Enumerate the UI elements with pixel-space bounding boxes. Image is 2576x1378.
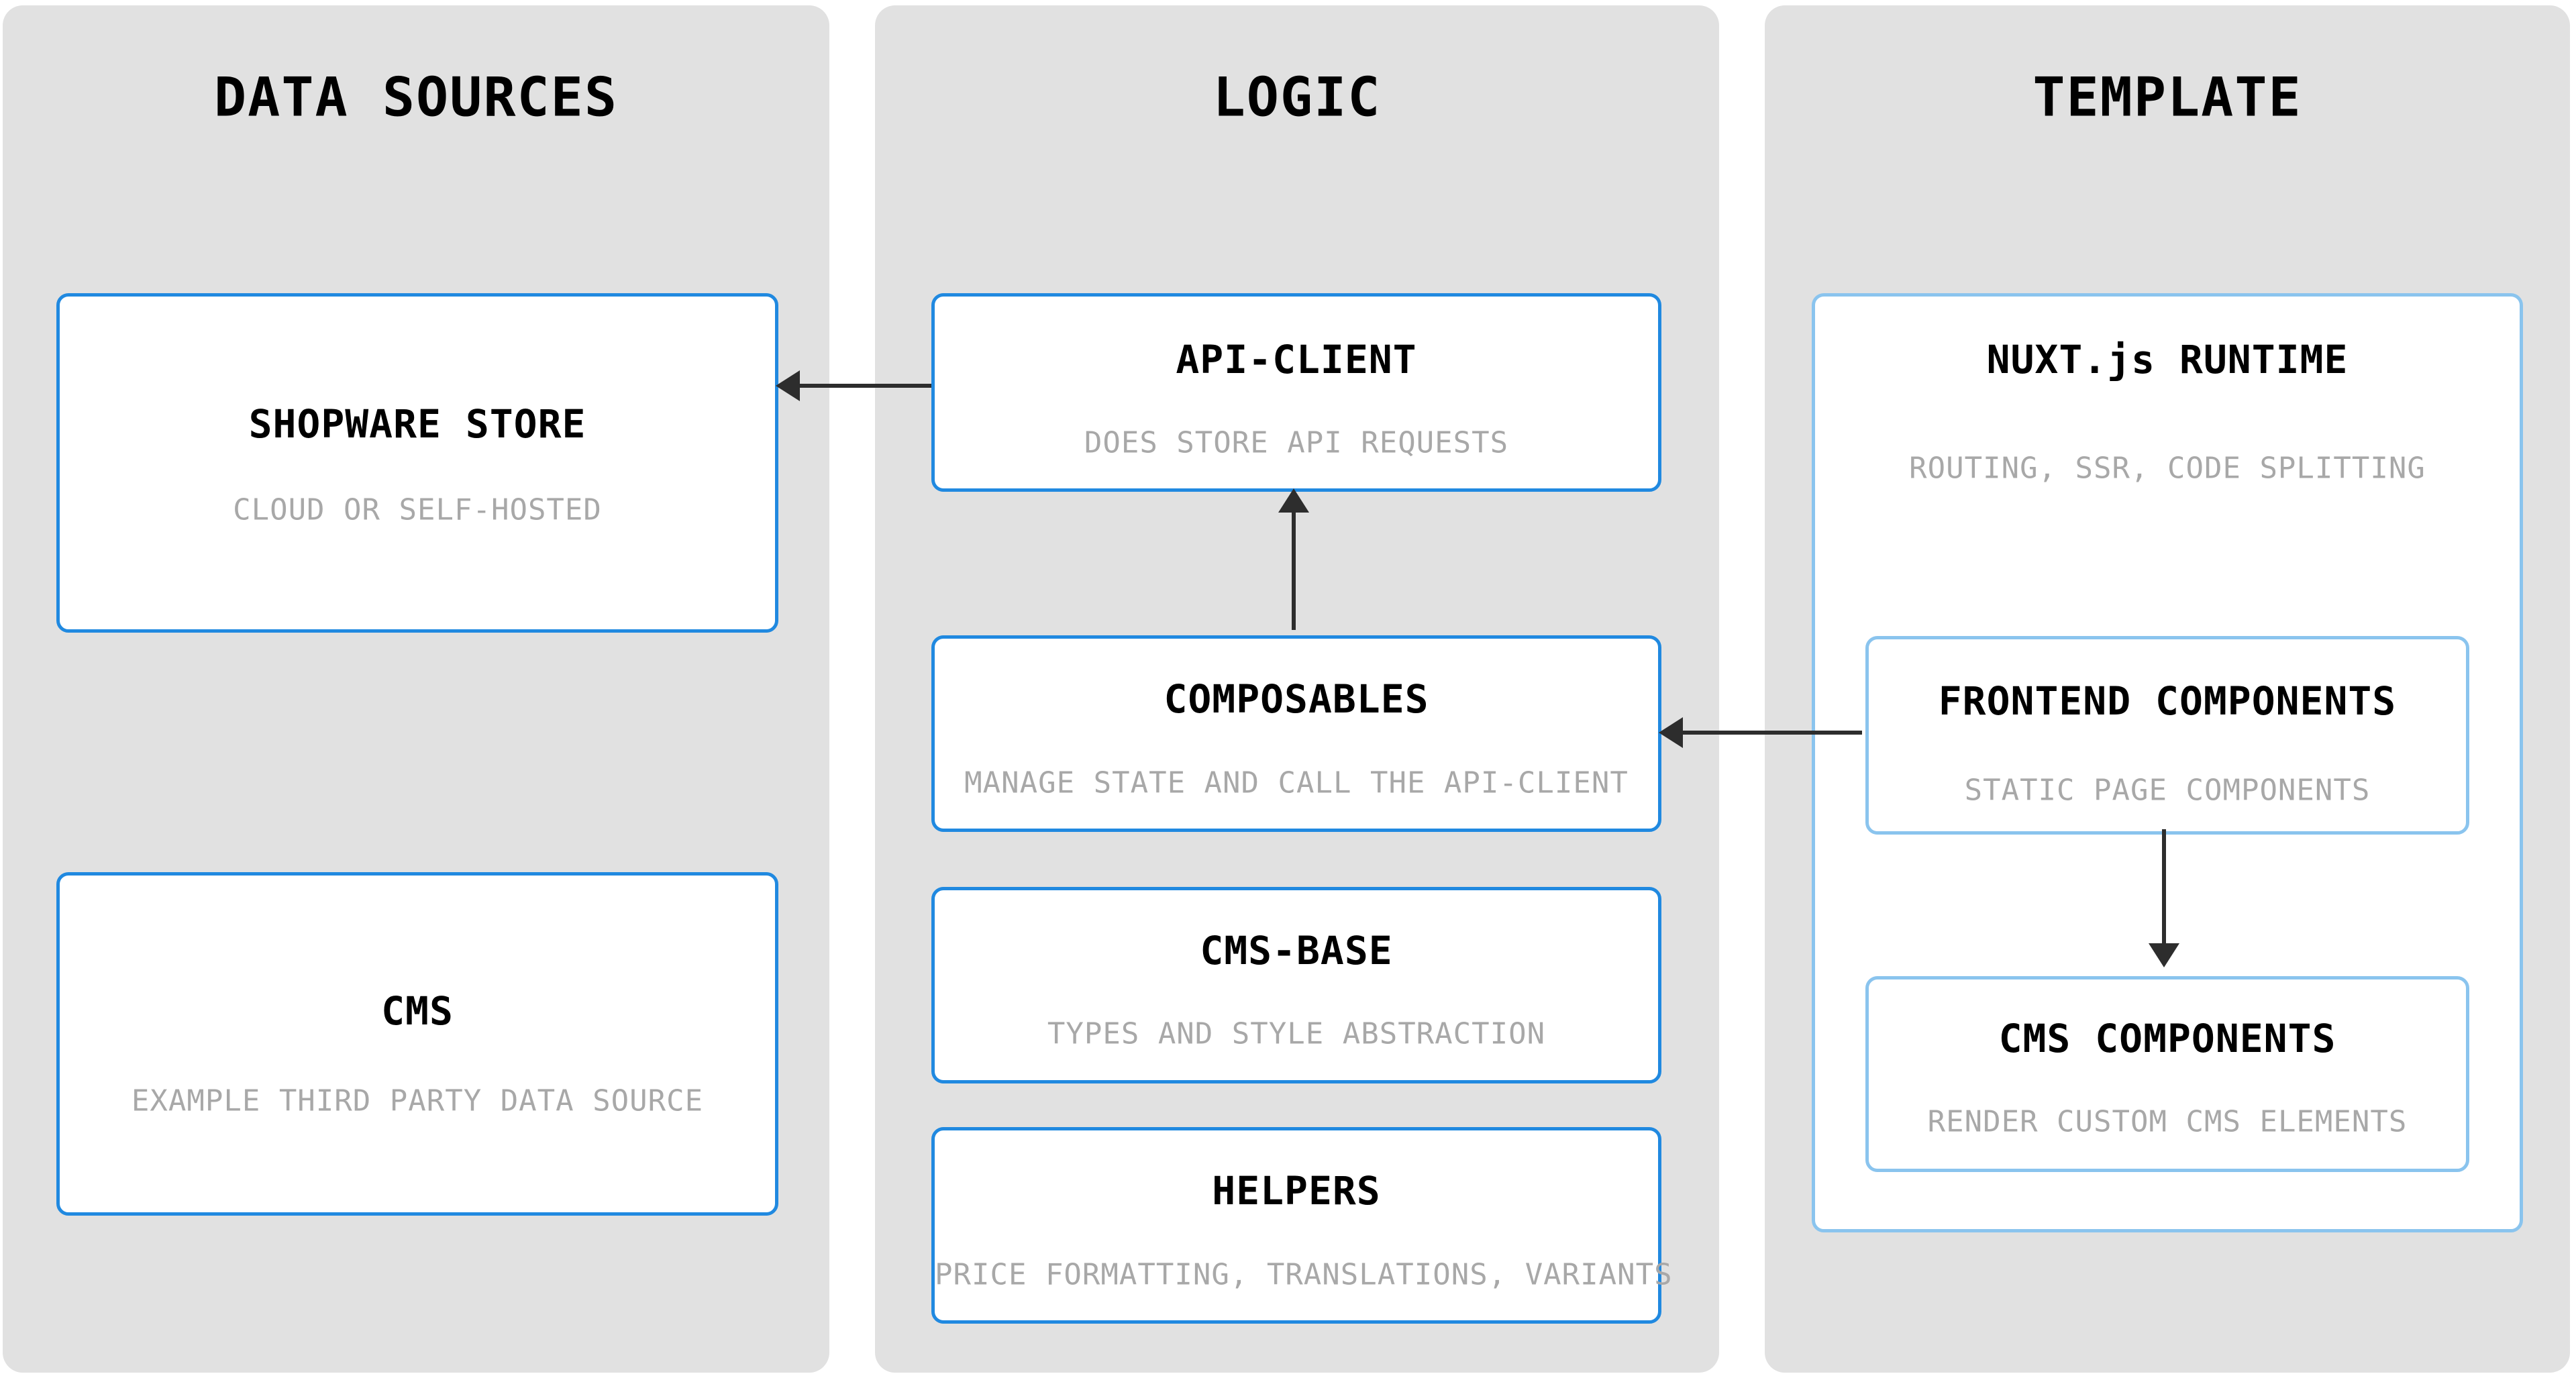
arrow-line — [1292, 511, 1296, 630]
arrowhead-up-icon — [1278, 488, 1309, 513]
box-title: SHOPWARE STORE — [248, 401, 586, 447]
box-subtitle: TYPES AND STYLE ABSTRACTION — [1047, 1016, 1546, 1051]
column-title-logic: LOGIC — [1213, 66, 1382, 129]
box-subtitle: RENDER CUSTOM CMS ELEMENTS — [1927, 1104, 2408, 1139]
box-cms-components: CMS COMPONENTS RENDER CUSTOM CMS ELEMENT… — [1865, 976, 2469, 1172]
arrow-line — [798, 384, 931, 388]
box-title: CMS COMPONENTS — [1998, 1016, 2336, 1061]
column-template: TEMPLATE NUXT.js RUNTIME ROUTING, SSR, C… — [1765, 5, 2570, 1373]
box-nuxt-runtime: NUXT.js RUNTIME ROUTING, SSR, CODE SPLIT… — [1812, 293, 2523, 1232]
column-data-sources: DATA SOURCES SHOPWARE STORE CLOUD OR SEL… — [3, 5, 829, 1373]
box-subtitle: CLOUD OR SELF-HOSTED — [233, 492, 602, 527]
box-title: API-CLIENT — [1176, 337, 1417, 382]
box-subtitle: EXAMPLE THIRD PARTY DATA SOURCE — [131, 1083, 704, 1118]
arrowhead-down-icon — [2149, 943, 2179, 967]
arrowhead-left-icon — [776, 370, 800, 401]
box-api-client: API-CLIENT DOES STORE API REQUESTS — [931, 293, 1661, 492]
box-title: FRONTEND COMPONENTS — [1938, 678, 2397, 724]
box-subtitle: ROUTING, SSR, CODE SPLITTING — [1909, 451, 2426, 486]
column-title-data-sources: DATA SOURCES — [214, 66, 618, 129]
box-helpers: HELPERS PRICE FORMATTING, TRANSLATIONS, … — [931, 1127, 1673, 1324]
box-title: NUXT.js RUNTIME — [1986, 337, 2349, 382]
box-composables: COMPOSABLES MANAGE STATE AND CALL THE AP… — [931, 635, 1661, 832]
arrowhead-left-icon — [1659, 717, 1683, 748]
box-subtitle: STATIC PAGE COMPONENTS — [1964, 773, 2371, 808]
box-frontend-components: FRONTEND COMPONENTS STATIC PAGE COMPONEN… — [1865, 636, 2469, 835]
box-title: CMS — [381, 988, 454, 1034]
column-logic: LOGIC API-CLIENT DOES STORE API REQUESTS… — [875, 5, 1719, 1373]
arrow-line — [1682, 731, 1862, 735]
box-shopware-store: SHOPWARE STORE CLOUD OR SELF-HOSTED — [56, 293, 778, 633]
box-title: HELPERS — [1212, 1168, 1381, 1214]
box-cms-base: CMS-BASE TYPES AND STYLE ABSTRACTION — [931, 887, 1661, 1083]
box-subtitle: PRICE FORMATTING, TRANSLATIONS, VARIANTS — [935, 1257, 1673, 1292]
box-subtitle: MANAGE STATE AND CALL THE API-CLIENT — [964, 765, 1629, 800]
box-title: COMPOSABLES — [1164, 676, 1429, 722]
arrow-line — [2162, 829, 2166, 945]
box-title: CMS-BASE — [1200, 928, 1393, 973]
column-title-template: TEMPLATE — [2032, 66, 2302, 129]
box-subtitle: DOES STORE API REQUESTS — [1084, 425, 1509, 460]
box-cms: CMS EXAMPLE THIRD PARTY DATA SOURCE — [56, 872, 778, 1216]
